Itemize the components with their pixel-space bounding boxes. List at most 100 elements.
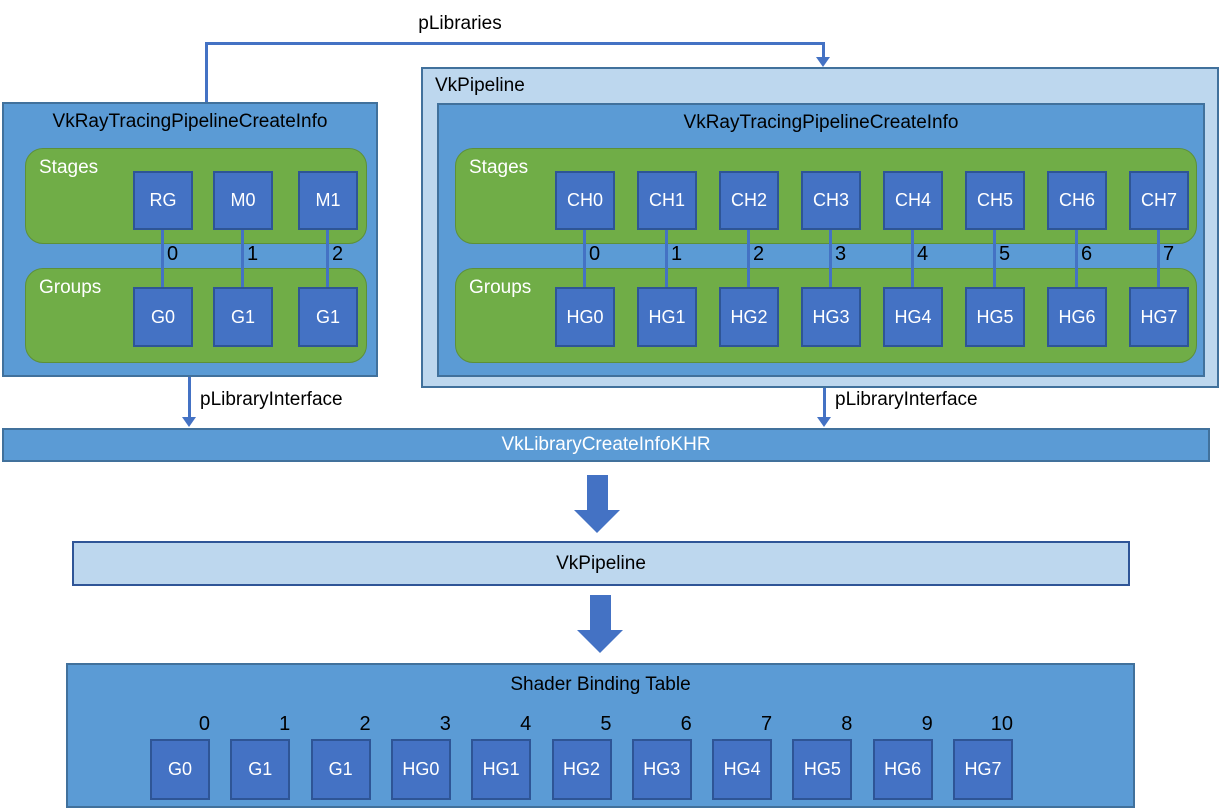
group-box: HG1 (637, 287, 697, 347)
stage-group-connector-line (1075, 230, 1078, 287)
block-down-arrow-icon (590, 595, 611, 631)
sbt-index-label: 2 (359, 713, 371, 735)
stage-box: CH5 (965, 171, 1025, 230)
group-index-label: 3 (835, 243, 847, 265)
group-index-label: 2 (753, 243, 765, 265)
sbt-entry-box: HG1 (471, 739, 532, 800)
arrowhead-down-icon (816, 57, 830, 67)
sbt-entry-box: HG6 (872, 739, 933, 800)
group-index-label: 0 (167, 243, 179, 265)
sbt-entry-box: HG3 (631, 739, 692, 800)
sbt-index-label: 10 (990, 713, 1013, 735)
block-down-arrow-icon (577, 630, 623, 653)
stage-group-connector-line (993, 230, 996, 287)
plibrary-interface-right-line (823, 388, 826, 419)
sbt-entry-box: G1 (310, 739, 371, 800)
left-groups-container: Groups G0 G1 G1 (25, 268, 367, 363)
sbt-entry-box: HG7 (953, 739, 1013, 800)
stage-group-connector-line (665, 230, 668, 287)
sbt-entry-box: HG4 (712, 739, 773, 800)
groups-label: Groups (39, 277, 102, 298)
group-box: HG4 (883, 287, 943, 347)
sbt-entry-box: HG0 (390, 739, 451, 800)
sbt-entry-box: HG5 (792, 739, 853, 800)
group-box: HG2 (719, 287, 779, 347)
stages-label: Stages (39, 157, 99, 178)
stage-box: CH6 (1047, 171, 1107, 230)
group-index-label: 4 (917, 243, 929, 265)
plibrary-interface-left-line (188, 377, 191, 419)
sbt-entry-box: G0 (150, 739, 210, 800)
sbt-index-label: 1 (279, 713, 291, 735)
arrowhead-down-icon (182, 417, 196, 427)
stage-box: CH2 (719, 171, 779, 230)
groups-label: Groups (469, 277, 532, 298)
left-stages-container: Stages RG M0 M1 (25, 148, 367, 244)
plibrary-interface-left-label: pLibraryInterface (200, 389, 343, 410)
left-create-info-title: VkRayTracingPipelineCreateInfo (52, 111, 328, 132)
stage-box: M0 (213, 171, 273, 230)
group-box: G1 (298, 287, 358, 347)
sbt-entry-box: G1 (230, 739, 291, 800)
plibraries-connector-line (822, 42, 825, 59)
sbt-index-label: 8 (841, 713, 853, 735)
plibraries-connector-line (205, 42, 208, 102)
library-create-info-label: VkLibraryCreateInfoKHR (501, 434, 711, 455)
stage-box: CH3 (801, 171, 861, 230)
right-groups-container: Groups HG0 HG1 HG2 HG3 HG4 HG5 HG6 HG7 (455, 268, 1197, 363)
group-index-label: 2 (332, 243, 344, 265)
group-index-label: 5 (999, 243, 1011, 265)
sbt-entry-box: HG2 (551, 739, 612, 800)
group-box: G1 (213, 287, 273, 347)
vkpipeline-outer-box: VkPipeline VkRayTracingPipelineCreateInf… (421, 67, 1219, 388)
stage-box: CH0 (555, 171, 615, 230)
group-index-label: 0 (589, 243, 601, 265)
group-index-label: 1 (247, 243, 259, 265)
library-create-info-bar: VkLibraryCreateInfoKHR (2, 428, 1210, 462)
arrowhead-down-icon (817, 417, 831, 427)
stages-label: Stages (469, 157, 529, 178)
group-box: HG0 (555, 287, 615, 347)
stage-group-connector-line (1157, 230, 1160, 287)
group-box: HG6 (1047, 287, 1107, 347)
group-box: HG7 (1129, 287, 1189, 347)
sbt-index-label: 0 (198, 713, 210, 735)
stage-box: M1 (298, 171, 358, 230)
stage-box: RG (133, 171, 193, 230)
stage-box: CH1 (637, 171, 697, 230)
group-index-label: 6 (1081, 243, 1093, 265)
right-stages-container: Stages CH0 CH1 CH2 CH3 CH4 CH5 CH6 CH7 (455, 148, 1197, 244)
stage-group-connector-line (326, 230, 329, 287)
sbt-index-label: 3 (439, 713, 451, 735)
stage-box: CH4 (883, 171, 943, 230)
sbt-index-label: 4 (520, 713, 532, 735)
left-create-info-box: VkRayTracingPipelineCreateInfo Stages RG… (2, 102, 378, 377)
right-create-info-title: VkRayTracingPipelineCreateInfo (683, 112, 959, 133)
shader-binding-table-box: Shader Binding Table 0 1 2 3 4 5 6 7 8 9… (66, 663, 1135, 808)
group-box: HG5 (965, 287, 1025, 347)
plibraries-connector-line (205, 42, 825, 45)
group-box: HG3 (801, 287, 861, 347)
group-index-label: 7 (1163, 243, 1175, 265)
stage-group-connector-line (829, 230, 832, 287)
sbt-index-label: 6 (680, 713, 692, 735)
stage-group-connector-line (161, 230, 164, 287)
plibrary-interface-right-label: pLibraryInterface (835, 389, 978, 410)
vkpipeline-outer-title: VkPipeline (435, 75, 525, 96)
plibraries-label: pLibraries (418, 13, 502, 34)
stage-group-connector-line (241, 230, 244, 287)
block-down-arrow-icon (574, 510, 620, 533)
group-index-label: 1 (671, 243, 683, 265)
vkpipeline-bar: VkPipeline (72, 541, 1130, 586)
sbt-index-label: 7 (760, 713, 773, 735)
sbt-index-label: 5 (600, 713, 612, 735)
vkpipeline-bar-label: VkPipeline (556, 552, 646, 574)
stage-group-connector-line (583, 230, 586, 287)
block-down-arrow-icon (587, 475, 608, 511)
stage-group-connector-line (747, 230, 750, 287)
shader-binding-table-title: Shader Binding Table (510, 674, 691, 695)
group-box: G0 (133, 287, 193, 347)
sbt-index-label: 9 (921, 713, 933, 735)
stage-box: CH7 (1129, 171, 1189, 230)
